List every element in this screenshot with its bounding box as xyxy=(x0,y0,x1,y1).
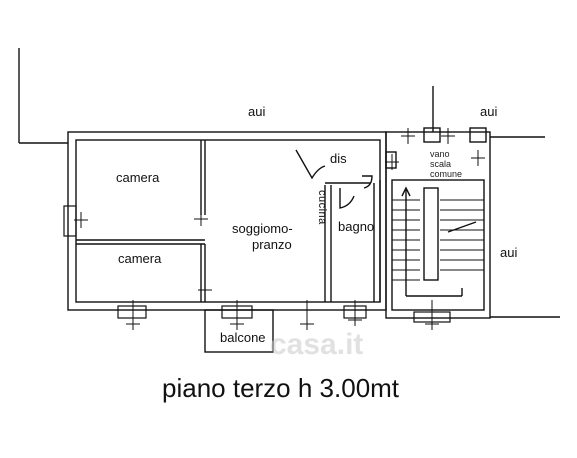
balcone-outline xyxy=(204,309,274,353)
stair-break-line xyxy=(447,221,477,233)
label-camera-bottom: camera xyxy=(118,251,162,266)
plan-caption: piano terzo h 3.00mt xyxy=(162,373,400,403)
pillar xyxy=(423,127,441,143)
pillar xyxy=(469,127,487,143)
stair-well-core xyxy=(423,187,439,281)
label-vano-line2: scala xyxy=(430,159,452,169)
label-soggiorno-line1: soggiomo- xyxy=(232,221,293,236)
label-vano-line3: comune xyxy=(430,169,463,179)
label-aui-top-left: aui xyxy=(248,104,266,119)
watermark: casa.it xyxy=(270,328,364,361)
label-soggiorno-line2: pranzo xyxy=(252,237,292,252)
label-dis: dis xyxy=(330,151,347,166)
door-swing-dis xyxy=(295,149,326,180)
label-bagno: bagno xyxy=(338,219,375,234)
label-balcone: balcone xyxy=(220,330,266,345)
stairwell-wall xyxy=(385,131,491,319)
cross-markers xyxy=(74,128,485,330)
label-aui-right: aui xyxy=(500,245,518,260)
label-vano-line1: vano xyxy=(430,149,450,159)
door-swing-bagno xyxy=(339,188,355,209)
stairwell-inner xyxy=(391,179,485,311)
label-aui-top-right: aui xyxy=(480,104,498,119)
label-cucina: cucina xyxy=(316,190,328,225)
label-camera-top: camera xyxy=(116,170,160,185)
